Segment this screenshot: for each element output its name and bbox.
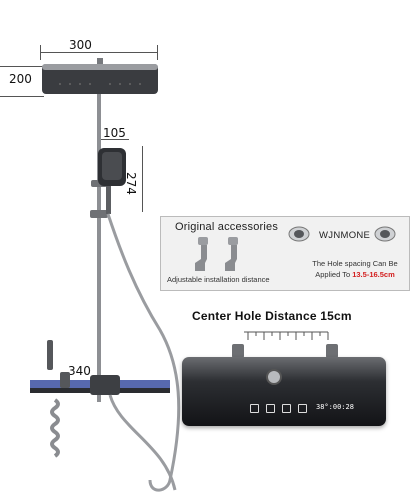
dim-line-vertical	[142, 146, 143, 212]
hole-spacing-text: The Hole spacing Can Be Applied To 13.5-…	[301, 258, 409, 280]
touch-button-3[interactable]	[282, 404, 291, 413]
accessories-subtitle: Adjustable installation distance	[167, 275, 270, 284]
dim-line-top	[40, 52, 158, 53]
hole-spacing-range: 13.5-16.5cm	[352, 270, 395, 279]
dim-tick-right	[157, 45, 158, 60]
touch-button-1[interactable]	[250, 404, 259, 413]
dim-line-handheld	[99, 139, 129, 140]
dim-line-left-bottom	[0, 96, 44, 97]
dim-shelf-width: 340	[68, 364, 91, 378]
brand-label: WJNMONE	[319, 230, 371, 241]
thermostatic-control-panel: 38°:00:28	[182, 357, 386, 426]
touch-button-4[interactable]	[298, 404, 307, 413]
dim-tick-left	[40, 45, 41, 60]
dim-line-left-top	[0, 66, 44, 67]
dim-handheld-width: 105	[103, 126, 126, 140]
adjustable-fitting-icon	[195, 237, 238, 271]
hole-spacing-prefix: Applied To	[315, 270, 353, 279]
center-hole-distance-title: Center Hole Distance 15cm	[192, 309, 352, 323]
hole-spacing-line1: The Hole spacing Can Be	[312, 259, 398, 268]
flange-right-icon	[374, 226, 396, 242]
panel-knob-icon	[266, 369, 282, 385]
touch-button-2[interactable]	[266, 404, 275, 413]
dim-showerhead-height: 200	[9, 72, 32, 86]
accessories-title: Original accessories	[175, 221, 279, 233]
accessories-card: Original accessories Adjustable installa…	[160, 216, 410, 291]
dim-showerhead-width: 300	[69, 38, 92, 52]
flange-left-icon	[288, 226, 310, 242]
panel-clock-display: 38°:00:28	[316, 403, 354, 411]
